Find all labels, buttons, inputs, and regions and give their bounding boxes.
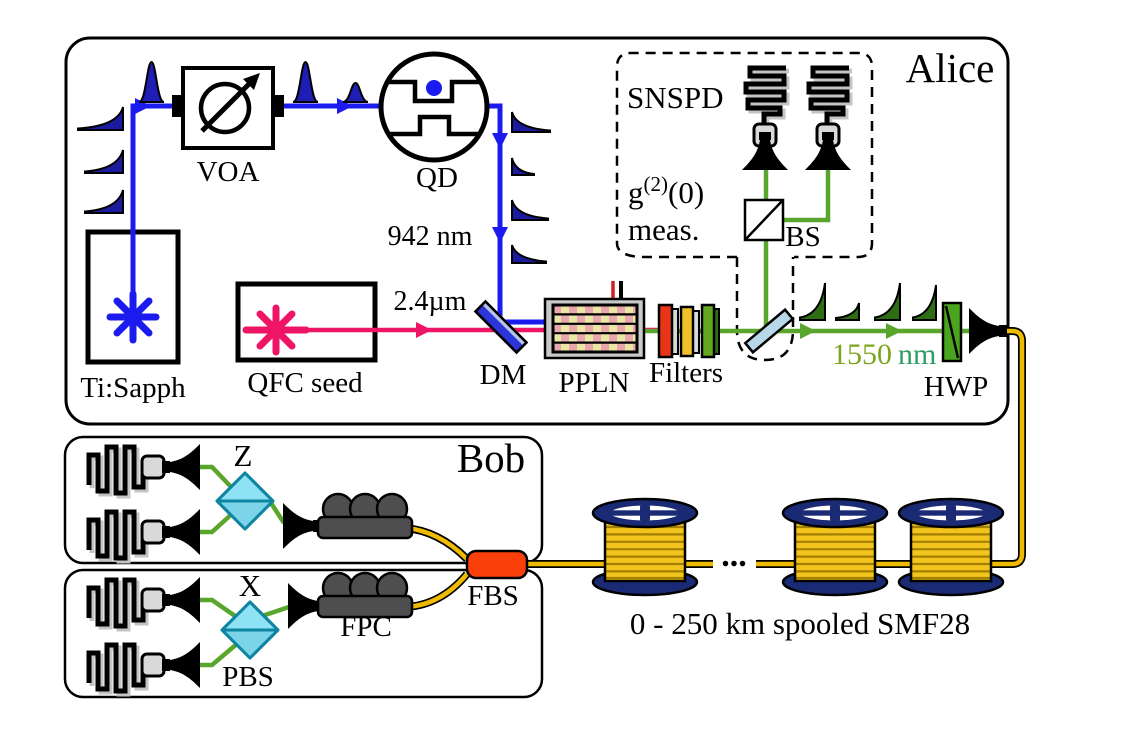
- pulse-train-ti-sapph: [77, 106, 124, 214]
- g2-dashed-box: [615, 51, 874, 362]
- g2-base: g: [628, 175, 644, 210]
- filters-label: Filters: [649, 357, 723, 389]
- wavelength-2400-label: 2.4µm: [394, 286, 467, 317]
- qd-component: [378, 51, 490, 163]
- snspd-meander-icon: [89, 580, 146, 629]
- ti-sapph-label: Ti:Sapph: [80, 372, 186, 404]
- spooled-fiber-label: 0 - 250 km spooled SMF28: [630, 606, 970, 641]
- fiber-connector-icon: [140, 587, 166, 613]
- fiber-connector-icon: [140, 454, 166, 480]
- snspd-meander-icon: [89, 512, 146, 561]
- g2-superscript: (2): [644, 172, 669, 196]
- pulse-train-1550: [799, 282, 937, 321]
- fiber-connector-icon: [140, 652, 166, 678]
- voa-component: [172, 66, 284, 150]
- ppln-crystal: [543, 281, 646, 360]
- fbs-component: [465, 549, 529, 580]
- wavelength-1550-value: 1550: [832, 338, 892, 371]
- ti-sapph-laser-icon: [106, 290, 160, 344]
- fbs-label: FBS: [467, 580, 519, 612]
- qfc-seed-label: QFC seed: [247, 367, 363, 399]
- fiber-spool-1: [591, 497, 699, 597]
- snspd-label: SNSPD: [627, 80, 724, 115]
- beam-arrows: [135, 98, 902, 339]
- fiber-spool-3: [897, 497, 1005, 597]
- beam-sampler: [743, 307, 795, 355]
- hwp-label: HWP: [924, 371, 988, 403]
- spectral-filters: [657, 303, 720, 359]
- g2-label: g(2)(0): [628, 172, 704, 210]
- beam-942nm: [130, 103, 560, 325]
- voa-label: VOA: [197, 156, 260, 188]
- bs-label: BS: [785, 221, 820, 253]
- quantum-dot-icon: [426, 80, 442, 96]
- wavelength-942-label: 942 nm: [388, 221, 473, 252]
- basis-x-label: X: [239, 568, 261, 603]
- fiber-spool-2: [781, 497, 889, 597]
- fiber-connector-icon: [140, 519, 166, 545]
- fiber-ellipsis: ...: [721, 537, 747, 574]
- dichroic-mirror: [473, 299, 529, 355]
- ppln-label: PPLN: [559, 367, 630, 399]
- half-wave-plate: [941, 301, 963, 363]
- meas-label: meas.: [628, 212, 699, 247]
- basis-z-label: Z: [234, 438, 253, 473]
- bob-green-beams: [198, 464, 290, 668]
- pulse-train-qd-emission: [511, 111, 551, 264]
- wavelength-1550-unit: nm: [898, 338, 936, 371]
- pulse-gaussian-942: [138, 60, 369, 103]
- beamsplitter-bs: [743, 198, 785, 242]
- fpc-label: FPC: [340, 611, 392, 643]
- fpc-z: [316, 492, 414, 540]
- snspd-meander-icon: [89, 447, 146, 496]
- g2-argument: (0): [668, 175, 704, 210]
- attenuator-icon: [198, 81, 252, 135]
- pbs-label: PBS: [222, 661, 274, 693]
- qd-label: QD: [416, 162, 458, 194]
- qfc-seed-laser-icon: [242, 304, 310, 356]
- bob-title: Bob: [457, 435, 525, 481]
- alice-title: Alice: [906, 45, 995, 91]
- dm-label: DM: [480, 359, 527, 391]
- snspd-meander-icon: [89, 645, 146, 694]
